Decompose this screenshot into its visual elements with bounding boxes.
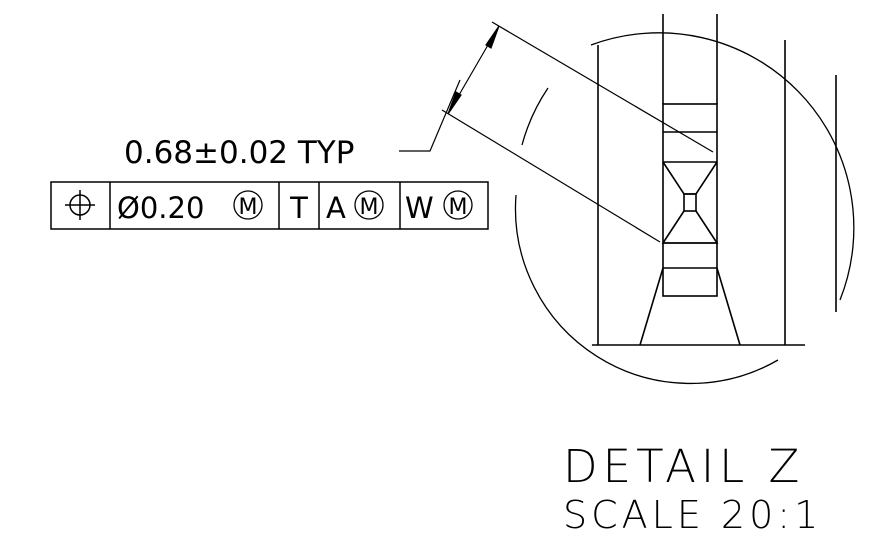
dimension-value-text: 0.68±0.02 TYP [124, 135, 354, 171]
dimension-leader [399, 79, 461, 152]
mmc-modifier-datum-tertiary: M [443, 190, 473, 220]
arrowhead-upper [485, 25, 500, 49]
dimension-annotation [399, 21, 714, 243]
fcf-tolerance-text: Ø0.20 [117, 191, 204, 225]
extension-line-lower [441, 109, 661, 243]
flare-left [639, 267, 664, 346]
mmc-modifier-tolerance: M [233, 190, 263, 220]
feature-control-frame: Ø0.20 M T A M W M [50, 181, 489, 230]
detail-boundary [514, 32, 855, 385]
hourglass-lower [661, 210, 719, 244]
extension-line-upper [491, 21, 714, 153]
fcf-datum-primary: T [289, 191, 308, 225]
svg-text:M: M [449, 195, 468, 220]
svg-text:M: M [239, 195, 258, 220]
fcf-border [50, 181, 489, 230]
arrowhead-lower [447, 91, 462, 115]
detail-title: DETAIL Z [563, 440, 804, 493]
svg-text:M: M [360, 195, 379, 220]
detail-arc-bottom [514, 194, 779, 385]
hourglass-core [683, 193, 697, 212]
detail-arc-top [590, 32, 855, 301]
flare-right [716, 267, 741, 346]
fcf-datum-tertiary: W [405, 191, 434, 225]
position-symbol-icon [65, 190, 95, 220]
part-geometry [592, 14, 837, 346]
fcf-datum-secondary: A [326, 191, 346, 225]
detail-scale: SCALE 20:1 [563, 493, 822, 537]
mmc-modifier-datum-secondary: M [354, 190, 384, 220]
detail-arc-left [521, 87, 549, 146]
section-block [662, 103, 718, 297]
hourglass-upper [662, 161, 718, 195]
